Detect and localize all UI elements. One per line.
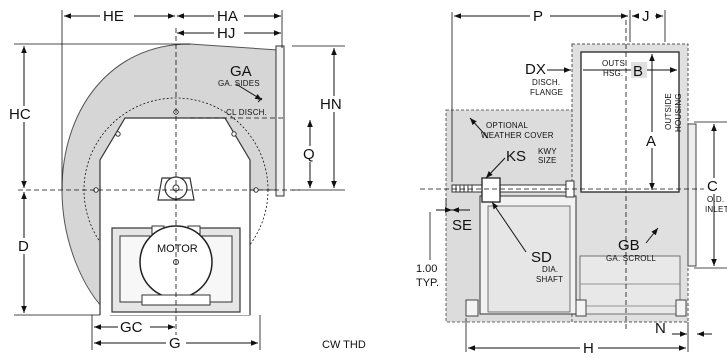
bolt-hole — [115, 131, 121, 137]
foot — [675, 299, 687, 317]
dim-n: N — [655, 320, 666, 337]
dim-hc: HC — [9, 106, 31, 123]
foot — [465, 299, 479, 317]
weather-cover-note-1: OPTIONAL — [486, 121, 528, 130]
ga-sides-note: GA. SIDES — [218, 79, 260, 88]
outside-housing-note-2: HOUSING — [674, 93, 683, 132]
shaft-bearing — [481, 177, 501, 203]
weather-cover-note-2: WEATHER COVER — [481, 131, 554, 140]
ks-note-2: SIZE — [538, 156, 557, 165]
sd-note-1: DIA. — [542, 265, 558, 274]
motor-label: MOTOR — [157, 243, 198, 255]
dim-b: B — [633, 63, 643, 80]
dim-g: G — [169, 335, 181, 352]
dim-c: C — [707, 178, 718, 195]
ks-note-1: KWY — [538, 147, 557, 156]
dim-he: HE — [103, 8, 124, 25]
dim-sd: SD — [531, 249, 552, 266]
dim-ks: KS — [506, 148, 526, 165]
inlet-ring — [687, 123, 697, 267]
dim-p: P — [533, 8, 543, 25]
outs-hsg-note-2: HSG. — [603, 69, 623, 78]
dim-h: H — [583, 340, 594, 357]
dim-ha: HA — [217, 8, 238, 25]
discharge-flange — [275, 45, 285, 197]
shaft — [451, 184, 573, 193]
discharge-opening — [580, 51, 680, 193]
dim-q: Q — [303, 146, 315, 163]
dim-gc: GC — [120, 319, 143, 336]
scroll-lower-panel — [579, 255, 681, 315]
foot — [575, 299, 587, 317]
dx-note-1: DISCH. — [532, 78, 560, 87]
gb-note: GA. SCROLL — [606, 254, 656, 263]
dim-ga: GA — [230, 63, 252, 80]
dim-hj: HJ — [217, 25, 235, 42]
dim-one-hundred: 1.00 — [416, 263, 437, 275]
dim-d: D — [18, 238, 29, 255]
side-elevation-view: HE HA HJ HC D HN Q GA GA. SIDES CL DISCH… — [8, 8, 366, 352]
front-elevation-view: P J DX DISCH. FLANGE OUTS. HSG. B OUTSID… — [416, 8, 727, 357]
dim-a: A — [646, 133, 656, 150]
dim-hn: HN — [320, 96, 342, 113]
dx-note-2: FLANGE — [530, 88, 563, 97]
dim-j: J — [642, 8, 650, 25]
outside-housing-note-1: OUTSIDE — [664, 93, 673, 130]
view-caption: CW THD — [322, 339, 366, 351]
bolt-hole — [231, 131, 237, 137]
cl-discharge-note: CL DISCH. — [226, 108, 267, 117]
dim-dx: DX — [525, 61, 546, 78]
dim-se: SE — [452, 217, 472, 234]
sd-note-2: SHAFT — [536, 275, 563, 284]
dim-gb: GB — [618, 237, 640, 254]
typ-note: TYP. — [416, 277, 439, 289]
outs-hsg-note-1: OUTS. — [602, 59, 627, 68]
motor-housing-side — [487, 205, 571, 313]
c-note-2: INLET — [705, 205, 727, 214]
c-note-1: O.D. — [707, 195, 724, 204]
